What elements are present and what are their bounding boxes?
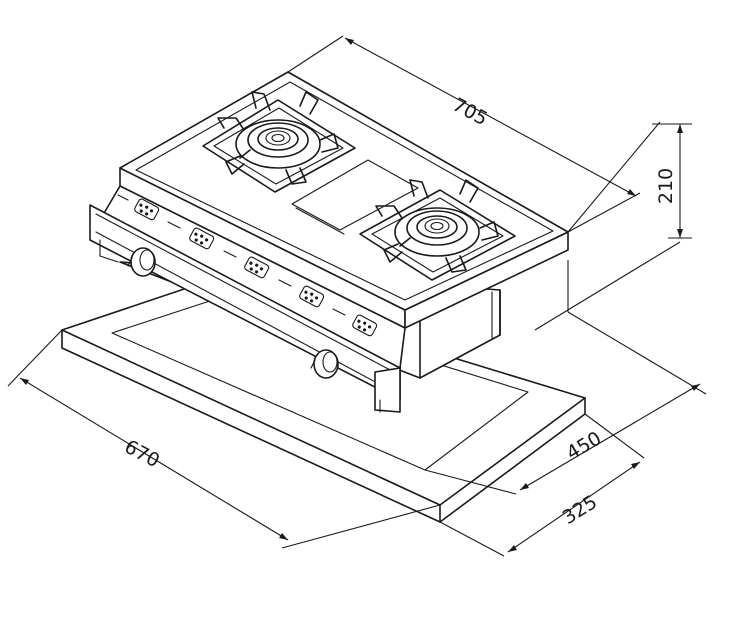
left-control-knob bbox=[127, 247, 156, 277]
dot-group-1 bbox=[134, 198, 160, 221]
dimension-width-label: 705 bbox=[449, 94, 491, 130]
dot-group-3 bbox=[244, 256, 270, 279]
dimension-height-label: 210 bbox=[655, 168, 677, 204]
dimension-cutout-depth-label: 450 bbox=[563, 427, 605, 464]
indicator-dots bbox=[117, 194, 378, 337]
dot-group-5 bbox=[352, 314, 378, 337]
dimension-lines bbox=[7, 35, 707, 557]
burner-front bbox=[359, 179, 516, 281]
dimension-overall-depth-label: 670 bbox=[121, 436, 163, 472]
dimension-cutout-width-label: 325 bbox=[559, 491, 601, 529]
right-control-knob bbox=[310, 349, 339, 379]
dot-group-4 bbox=[299, 285, 325, 308]
dot-group-2 bbox=[189, 227, 215, 250]
burner-back bbox=[202, 91, 356, 193]
